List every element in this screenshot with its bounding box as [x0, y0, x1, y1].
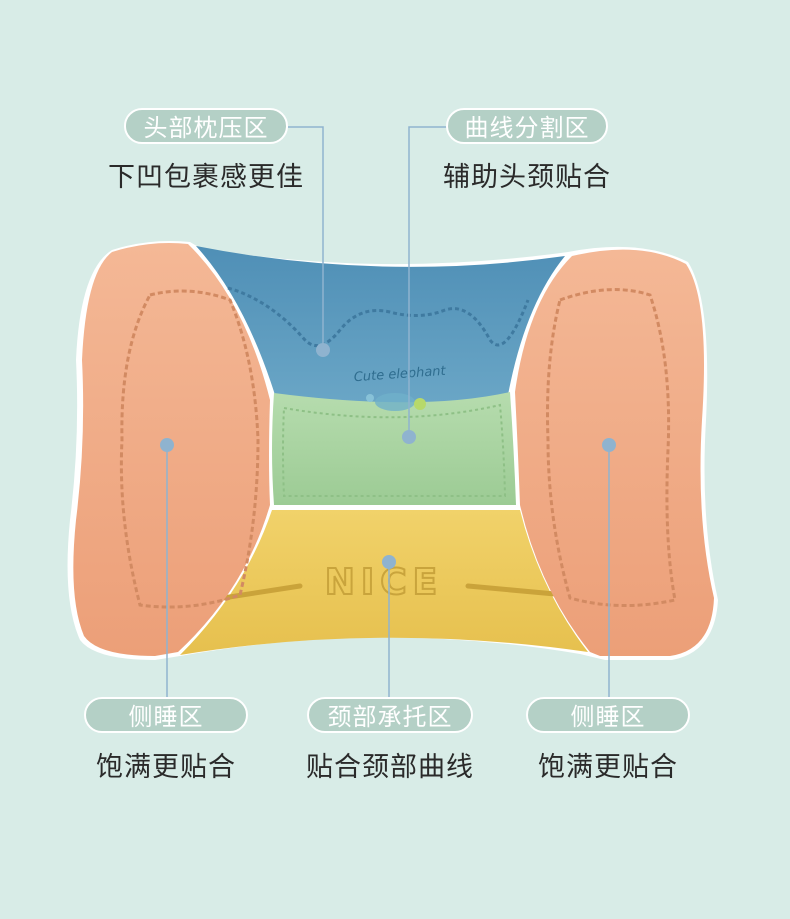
leader-lines: [166, 126, 610, 697]
head-pressure-panel: [196, 246, 565, 404]
left-side-stitching: [119, 289, 260, 609]
neck-curve-stitching: [282, 403, 507, 497]
marker-curve: [402, 430, 416, 444]
head-zone-tag: 头部枕压区: [124, 108, 288, 144]
elephant-embroidery: [366, 393, 426, 411]
marker-head: [316, 343, 330, 357]
embroidery-bottom-text: NICE: [325, 562, 444, 603]
marker-right: [602, 438, 616, 452]
embroidery-top-text: Cute elephant: [353, 364, 447, 385]
right-side-panel: [515, 249, 714, 656]
neck-support-panel: [180, 510, 588, 655]
curve-zone-desc: 辅助头颈贴合: [443, 162, 611, 193]
neck-support-stitch-right: [465, 583, 558, 597]
side-right-tag: 侧睡区: [526, 697, 690, 733]
marker-left: [160, 438, 174, 452]
side-right-desc: 饱满更贴合: [538, 752, 678, 783]
curve-zone-tag: 曲线分割区: [446, 108, 608, 144]
neck-zone-tag: 颈部承托区: [307, 697, 473, 733]
leader-curve: [408, 126, 447, 437]
right-side-stitching: [546, 288, 677, 608]
head-panel-stitching: [227, 286, 530, 348]
neck-zone-desc: 贴合颈部曲线: [306, 752, 474, 783]
neck-curve-panel: [272, 392, 516, 505]
side-left-tag: 侧睡区: [84, 697, 248, 733]
head-zone-desc: 下凹包裹感更佳: [108, 162, 304, 193]
side-left-desc: 饱满更贴合: [96, 752, 236, 783]
marker-neck: [382, 555, 396, 569]
leader-head: [288, 126, 324, 350]
markers: [160, 343, 616, 569]
